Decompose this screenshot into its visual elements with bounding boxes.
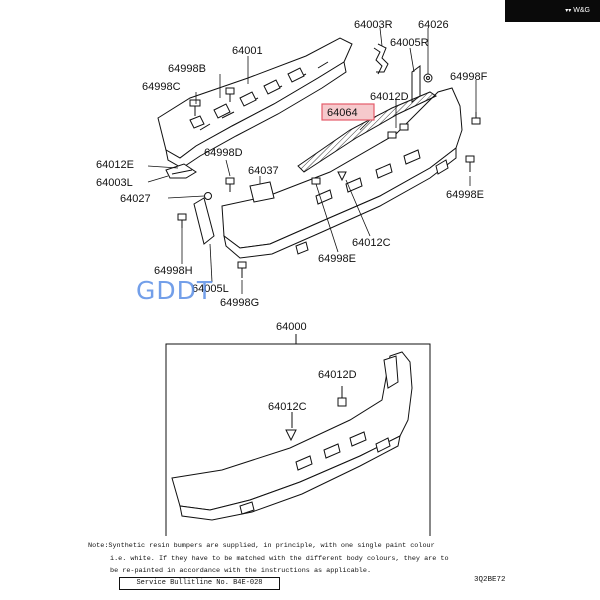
label-64001: 64001	[232, 45, 263, 57]
label-64998e-right: 64998E	[446, 189, 484, 201]
note-line-3: be re-painted in accordance with the ins…	[110, 567, 372, 576]
service-bulletin: Service Bullitline No. B4E-028	[119, 577, 280, 590]
nut-64026	[423, 73, 433, 83]
label-64012c-bottom: 64012C	[268, 401, 307, 413]
bolt-64998g	[237, 261, 247, 278]
paint-note: Note:Synthetic resin bumpers are supplie…	[88, 540, 528, 578]
label-64998f: 64998F	[450, 71, 488, 83]
label-64012e: 64012E	[96, 159, 134, 171]
brand-badge-text: W&G	[573, 7, 590, 14]
label-64026: 64026	[418, 19, 449, 31]
label-64003l: 64003L	[96, 177, 133, 189]
brand-mark-icon: ▾▾	[565, 8, 572, 14]
seal-strip-64064	[297, 91, 438, 173]
bolt-64998c	[189, 87, 235, 116]
retainer-64012c-bottom	[285, 412, 297, 442]
label-64064: 64064	[327, 107, 358, 119]
label-64037: 64037	[248, 165, 279, 177]
retainer-64012c-top	[337, 171, 347, 182]
bracket-64005l	[193, 197, 215, 245]
label-64998d: 64998D	[204, 147, 243, 159]
label-64012c-top: 64012C	[352, 237, 391, 249]
label-64998h: 64998H	[154, 265, 193, 277]
bumper-assembled-view	[171, 351, 413, 521]
bolt-64998f	[471, 112, 481, 125]
label-64027: 64027	[120, 193, 151, 205]
bolt-64998h	[177, 213, 187, 228]
retainer-64012d-top	[387, 123, 409, 139]
block-64037	[249, 181, 275, 203]
reference-code: 3Q2BE72	[474, 576, 506, 584]
brand-badge: ▾▾W&G	[505, 0, 600, 22]
label-64012d-bottom: 64012D	[318, 369, 357, 381]
label-64012d-top: 64012D	[370, 91, 409, 103]
screw-64998d	[225, 177, 235, 192]
leader-lines-top	[147, 27, 477, 294]
label-64000: 64000	[276, 321, 307, 333]
watermark-text: GDDT	[136, 276, 214, 305]
label-64998c: 64998C	[142, 81, 181, 93]
label-64003r: 64003R	[354, 19, 393, 31]
assembly-frame	[165, 334, 431, 536]
clip-64003l	[165, 163, 197, 179]
retainer-64012d-bottom	[337, 386, 347, 407]
note-line-1: Note:Synthetic resin bumpers are supplie…	[88, 542, 435, 550]
label-64998e-mid: 64998E	[318, 253, 356, 265]
label-64998b: 64998B	[168, 63, 206, 75]
bolt-64998e-right	[465, 155, 475, 172]
clip-64003r	[373, 43, 389, 75]
label-64005l: 64005L	[192, 283, 229, 295]
note-line-2: i.e. white. If they have to be matched w…	[110, 554, 449, 563]
nut-64027	[204, 192, 212, 200]
absorber-64001	[157, 37, 353, 169]
highlight-64064	[321, 103, 375, 121]
bolt-64998e-mid	[311, 177, 321, 185]
label-64005r: 64005R	[390, 37, 429, 49]
label-64998g: 64998G	[220, 297, 259, 309]
